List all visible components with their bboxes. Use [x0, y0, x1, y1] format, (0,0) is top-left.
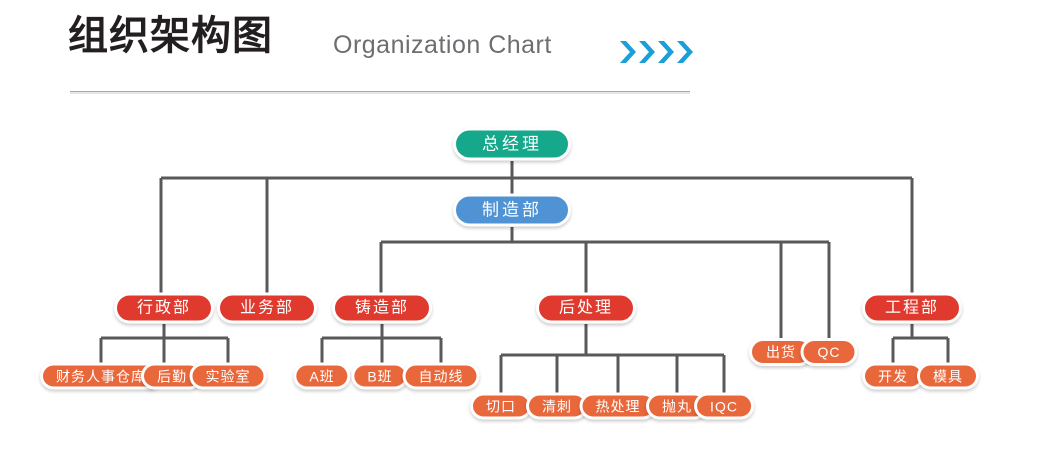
chevron-right-icon — [638, 40, 655, 64]
node-iqc[interactable]: IQC — [694, 392, 754, 420]
header-divider-shadow — [70, 92, 690, 94]
node-mold[interactable]: 模具 — [917, 362, 979, 390]
node-automation-line[interactable]: 自动线 — [402, 362, 480, 390]
node-manufacturing-dept[interactable]: 制造部 — [453, 193, 571, 227]
chevron-right-icon — [676, 40, 693, 64]
chevron-arrows-group — [619, 40, 693, 64]
node-casting-dept[interactable]: 铸造部 — [331, 292, 433, 324]
page-title-en: Organization Chart — [333, 31, 552, 59]
node-business-dept[interactable]: 业务部 — [216, 292, 318, 324]
node-administration-dept[interactable]: 行政部 — [113, 292, 215, 324]
header-divider — [70, 91, 690, 92]
node-cutting[interactable]: 切口 — [470, 392, 532, 420]
page-title-cn: 组织架构图 — [68, 14, 273, 58]
node-engineering-dept[interactable]: 工程部 — [861, 292, 963, 324]
node-development[interactable]: 开发 — [862, 362, 924, 390]
chevron-right-icon — [619, 40, 636, 64]
node-general-manager[interactable]: 总经理 — [453, 127, 571, 161]
node-laboratory[interactable]: 实验室 — [189, 362, 267, 390]
node-qc[interactable]: QC — [800, 338, 858, 366]
node-shift-b[interactable]: B班 — [351, 362, 409, 390]
node-heat-treatment[interactable]: 热处理 — [579, 392, 657, 420]
chevron-right-icon — [657, 40, 674, 64]
node-post-processing[interactable]: 后处理 — [535, 292, 637, 324]
node-shift-a[interactable]: A班 — [293, 362, 351, 390]
